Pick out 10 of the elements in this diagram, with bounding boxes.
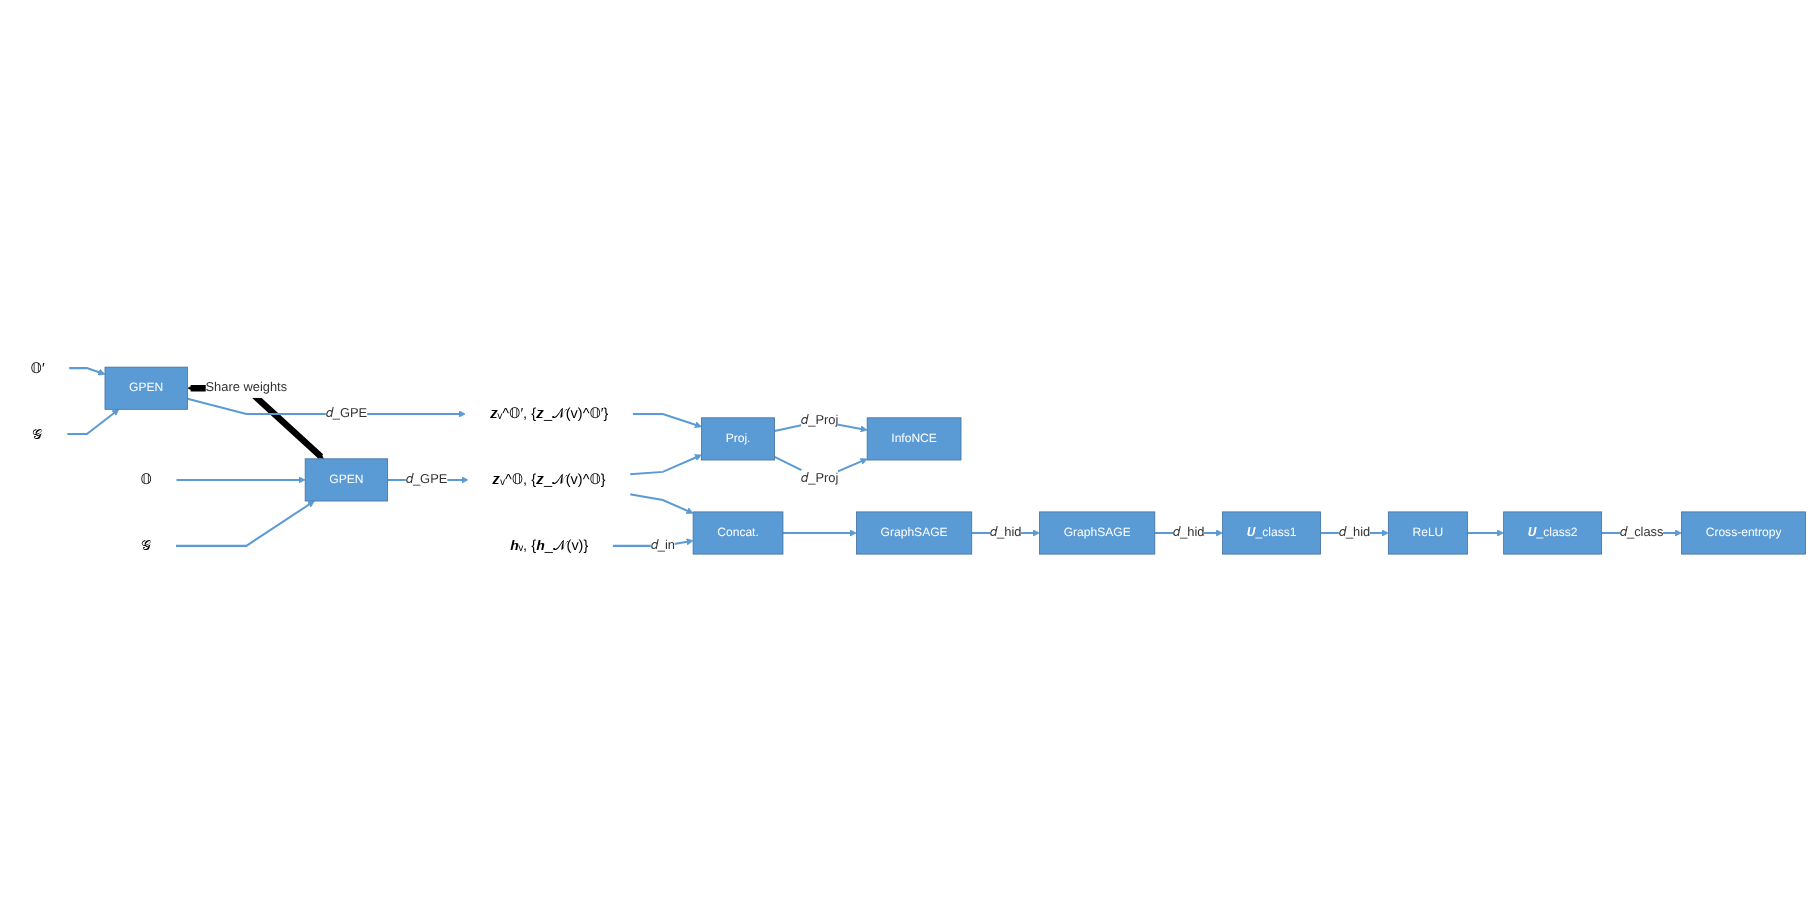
arrow <box>187 397 466 418</box>
arrow <box>1467 529 1504 537</box>
arrow <box>176 476 306 484</box>
arrow <box>68 367 106 376</box>
arrow <box>66 409 120 436</box>
arrow <box>782 529 857 537</box>
arrow <box>629 493 694 514</box>
arrow <box>175 500 315 547</box>
arrow <box>632 412 702 429</box>
arrow <box>629 454 702 476</box>
